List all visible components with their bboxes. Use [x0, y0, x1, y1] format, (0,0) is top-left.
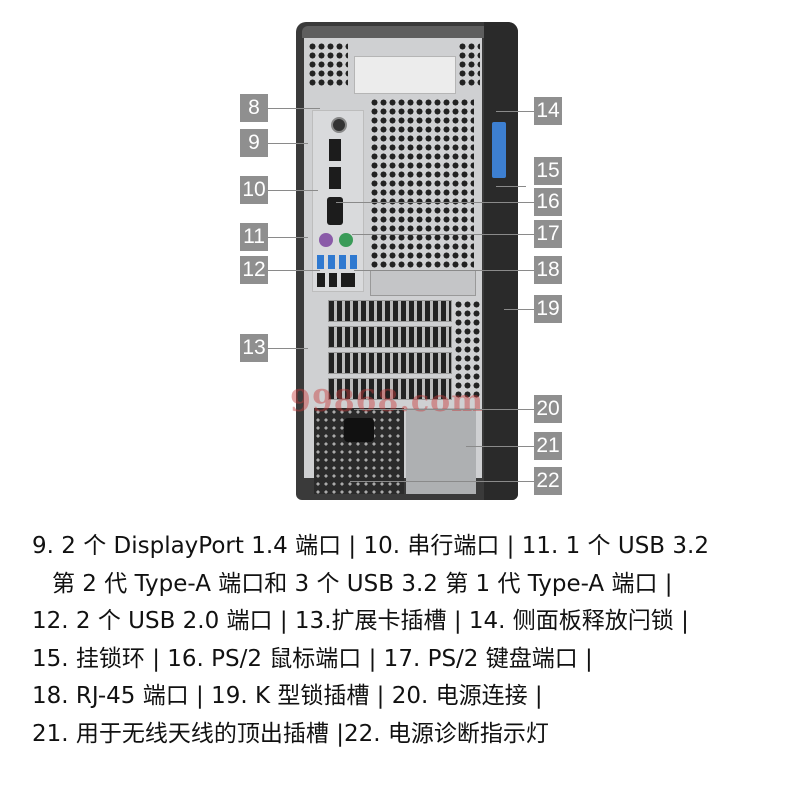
- audio-jack: [331, 117, 347, 133]
- callout-10: 10: [240, 176, 268, 204]
- rear-panel-figure: 99868.com 8 9 10 11 12 13 14 15 16 17 18…: [240, 22, 562, 500]
- leader-line-14: [496, 111, 534, 112]
- watermark: 99868.com: [290, 384, 484, 419]
- rear-metal-panel: [304, 38, 482, 494]
- io-plate: [312, 110, 364, 292]
- callout-13: 13: [240, 334, 268, 362]
- callout-8: 8: [240, 94, 268, 122]
- callout-12: 12: [240, 256, 268, 284]
- leader-line-22: [350, 481, 534, 482]
- callout-22: 22: [534, 467, 562, 495]
- callout-11: 11: [240, 223, 268, 251]
- usb3-port-2: [328, 255, 335, 269]
- side-panel-rail: [484, 22, 518, 500]
- leader-line-8: [268, 108, 320, 109]
- leader-line-21: [466, 446, 534, 447]
- callout-14: 14: [534, 97, 562, 125]
- power-connector: [344, 418, 374, 442]
- leader-line-20: [354, 409, 534, 410]
- leader-line-9: [268, 143, 308, 144]
- caption-line-6: 21. 用于无线天线的顶出插槽 |22. 电源诊断指示灯: [32, 720, 549, 747]
- expansion-slot-2: [328, 326, 452, 348]
- rj45-plate: [370, 270, 476, 296]
- caption-line-3: 12. 2 个 USB 2.0 端口 | 13.扩展卡插槽 | 14. 侧面板释…: [32, 608, 689, 634]
- ps2-mouse-port: [319, 233, 333, 247]
- fan-vent-grid: [370, 98, 474, 268]
- expansion-slot-1: [328, 300, 452, 322]
- leader-line-16: [336, 202, 534, 203]
- port-description-caption: 9. 2 个 DisplayPort 1.4 端口 | 10. 串行端口 | 1…: [32, 528, 792, 753]
- usb3-port-4: [350, 255, 357, 269]
- top-left-vent: [308, 42, 348, 86]
- expansion-slot-3: [328, 352, 452, 374]
- leader-line-10: [268, 190, 318, 191]
- serial-port: [327, 197, 343, 225]
- leader-line-12: [268, 270, 320, 271]
- rj45-port: [341, 273, 355, 287]
- usb2-port-1: [317, 273, 325, 287]
- leader-line-15: [496, 186, 526, 187]
- callout-9: 9: [240, 129, 268, 157]
- callout-20: 20: [534, 395, 562, 423]
- caption-line-5: 18. RJ-45 端口 | 19. K 型锁插槽 | 20. 电源连接 |: [32, 683, 543, 709]
- callout-21: 21: [534, 432, 562, 460]
- usb2-port-2: [329, 273, 337, 287]
- leader-line-19: [504, 309, 534, 310]
- expansion-slot-4: [328, 378, 452, 400]
- top-right-vent: [458, 42, 480, 86]
- side-panel-release-latch: [492, 122, 506, 178]
- callout-16: 16: [534, 188, 562, 216]
- power-supply: [314, 408, 404, 494]
- callout-17: 17: [534, 220, 562, 248]
- callout-18: 18: [534, 256, 562, 284]
- caption-line-4: 15. 挂锁环 | 16. PS/2 鼠标端口 | 17. PS/2 键盘端口 …: [32, 645, 593, 672]
- leader-line-18: [354, 270, 534, 271]
- callout-15: 15: [534, 157, 562, 185]
- leader-line-13: [268, 348, 308, 349]
- ps2-keyboard-port: [339, 233, 353, 247]
- leader-line-17: [352, 234, 534, 235]
- leader-line-11: [268, 237, 308, 238]
- caption-line-2: 第 2 代 Type-A 端口和 3 个 USB 3.2 第 1 代 Type-…: [52, 570, 673, 597]
- top-handle: [354, 56, 456, 94]
- callout-19: 19: [534, 295, 562, 323]
- displayport-2: [329, 167, 341, 189]
- usb3-port-3: [339, 255, 346, 269]
- displayport-1: [329, 139, 341, 161]
- chassis-top-edge: [302, 26, 484, 38]
- usb3-port-1: [317, 255, 324, 269]
- pc-chassis-rear: [296, 22, 518, 500]
- antenna-knockout-plate: [406, 408, 476, 494]
- caption-line-1: 9. 2 个 DisplayPort 1.4 端口 | 10. 串行端口 | 1…: [32, 533, 709, 559]
- side-vent: [454, 300, 480, 400]
